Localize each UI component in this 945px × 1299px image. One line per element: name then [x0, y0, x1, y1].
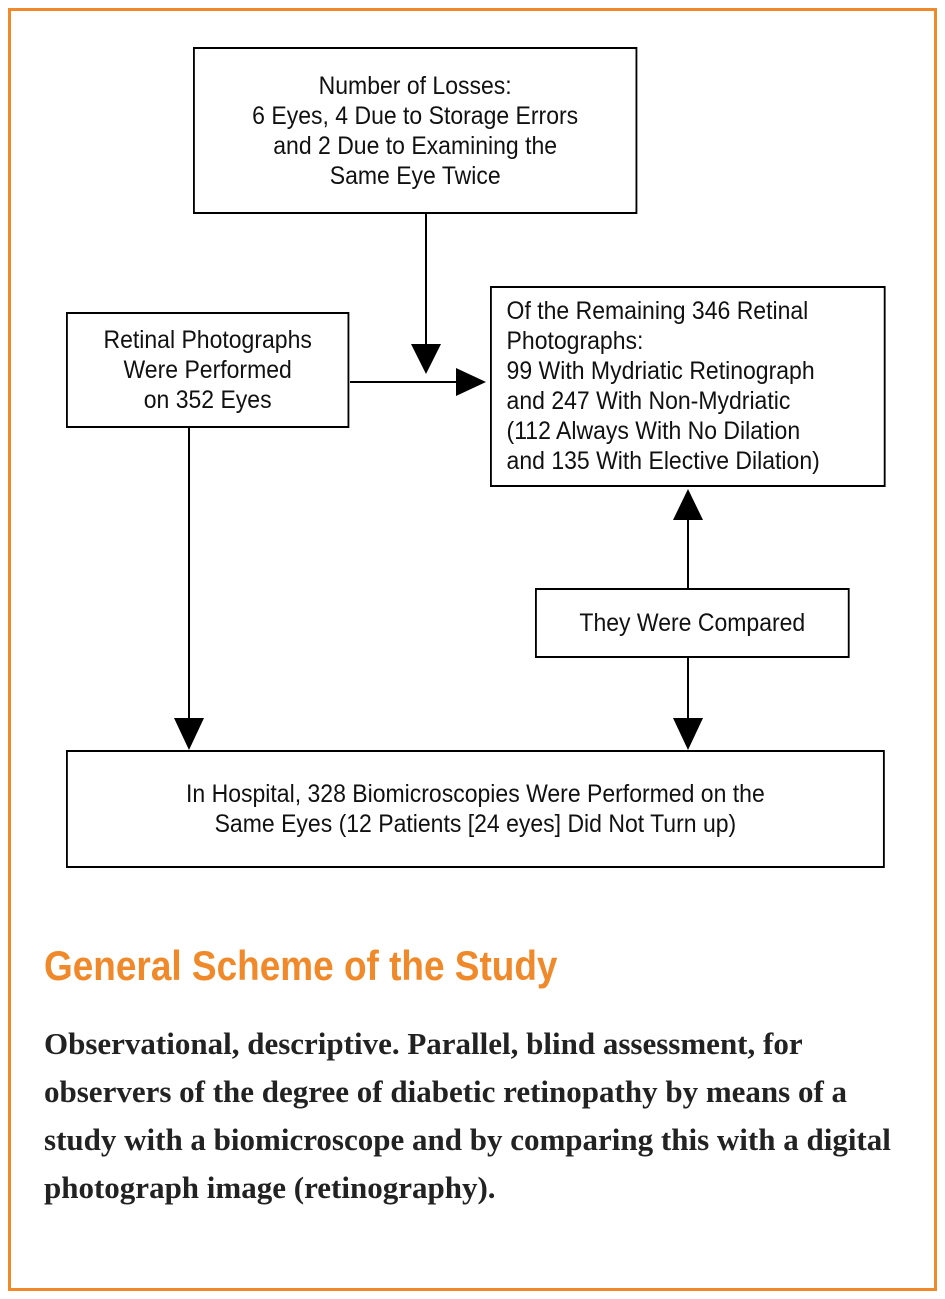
remaining-photographs-box: Of the Remaining 346 Retinal Photographs… [490, 286, 886, 487]
arrowhead-to-hospital-right [673, 718, 703, 750]
compared-box: They Were Compared [535, 588, 850, 658]
hospital-biomicroscopies-box-text: In Hospital, 328 Biomicroscopies Were Pe… [186, 780, 765, 838]
compared-box-text: They Were Compared [579, 609, 806, 637]
arrowhead-to-hospital-left [174, 718, 204, 750]
study-scheme-heading: General Scheme of the Study [44, 942, 558, 989]
losses-box-text: Number of Losses: 6 Eyes, 4 Due to Stora… [252, 71, 579, 190]
study-description: Observational, descriptive. Parallel, bl… [44, 1026, 891, 1205]
hospital-biomicroscopies-box: In Hospital, 328 Biomicroscopies Were Pe… [66, 750, 885, 868]
remaining-photographs-box-text: Of the Remaining 346 Retinal Photographs… [506, 297, 820, 475]
arrowhead-losses-down [411, 344, 441, 374]
arrowhead-to-remaining-up [673, 489, 703, 520]
retinal-photographs-box-text: Retinal Photographs Were Performed on 35… [103, 326, 312, 414]
retinal-photographs-box: Retinal Photographs Were Performed on 35… [66, 312, 350, 428]
losses-box: Number of Losses: 6 Eyes, 4 Due to Stora… [193, 47, 638, 214]
arrowhead-to-remaining [456, 368, 486, 396]
